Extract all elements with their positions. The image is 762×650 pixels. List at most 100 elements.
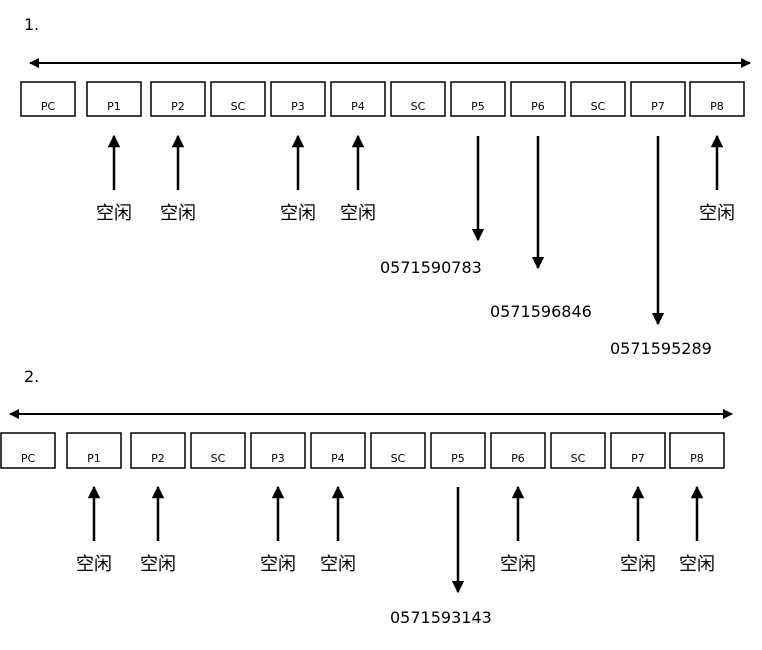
node-box-frame — [430, 432, 486, 469]
node-box-frame — [689, 81, 745, 117]
idle-arrow: 空闲 — [620, 485, 656, 575]
node-box-label: P1 — [87, 452, 101, 465]
node-box: P4 — [330, 81, 386, 117]
arrow-group: 空闲 空闲 空闲 空闲 0571593143 空闲 空闲 空闲 — [76, 485, 715, 627]
idle-arrow: 空闲 — [140, 485, 176, 575]
node-box-label: P4 — [351, 100, 365, 113]
node-box: P3 — [250, 432, 306, 469]
node-box-label: P7 — [651, 100, 665, 113]
idle-label: 空闲 — [699, 203, 735, 224]
node-box-frame — [66, 432, 122, 469]
node-box: P4 — [310, 432, 366, 469]
call-arrow: 0571590783 — [380, 136, 485, 277]
idle-arrow: 空闲 — [340, 134, 376, 224]
idle-arrow: 空闲 — [96, 134, 132, 224]
idle-arrow: 空闲 — [260, 485, 296, 575]
node-box-label: SC — [411, 100, 426, 113]
node-box-frame — [610, 432, 666, 469]
node-box: P5 — [430, 432, 486, 469]
node-box-label: P5 — [471, 100, 485, 113]
idle-label: 空闲 — [160, 203, 196, 224]
node-box-label: SC — [211, 452, 226, 465]
call-arrow: 0571593143 — [390, 487, 492, 627]
node-box-frame — [190, 432, 246, 469]
node-box: P6 — [490, 432, 546, 469]
node-box-label: PC — [41, 100, 56, 113]
node-box-label: P2 — [151, 452, 165, 465]
node-box: P7 — [610, 432, 666, 469]
idle-arrow: 空闲 — [500, 485, 536, 575]
node-box-frame — [570, 81, 626, 117]
phone-number-label: 0571596846 — [490, 302, 592, 321]
node-box-label: P5 — [451, 452, 465, 465]
node-box-label: P2 — [171, 100, 185, 113]
node-box: P8 — [689, 81, 745, 117]
idle-label: 空闲 — [679, 554, 715, 575]
node-box-frame — [450, 81, 506, 117]
node-box-label: SC — [391, 452, 406, 465]
idle-arrow: 空闲 — [160, 134, 196, 224]
node-box: P1 — [66, 432, 122, 469]
node-box-frame — [270, 81, 326, 117]
node-box-frame — [210, 81, 266, 117]
node-box-label: P7 — [631, 452, 645, 465]
node-box: SC — [370, 432, 426, 469]
node-box-label: P8 — [690, 452, 704, 465]
idle-label: 空闲 — [620, 554, 656, 575]
node-box-frame — [490, 432, 546, 469]
node-box-frame — [86, 81, 142, 117]
idle-label: 空闲 — [96, 203, 132, 224]
node-box-label: PC — [21, 452, 36, 465]
node-box-label: P1 — [107, 100, 121, 113]
idle-label: 空闲 — [320, 554, 356, 575]
idle-arrow: 空闲 — [679, 485, 715, 575]
node-box-label: P3 — [291, 100, 305, 113]
idle-label: 空闲 — [260, 554, 296, 575]
node-box-label: P6 — [531, 100, 545, 113]
node-box: P3 — [270, 81, 326, 117]
node-box-frame — [550, 432, 606, 469]
call-arrow: 0571595289 — [610, 136, 712, 358]
node-box: SC — [550, 432, 606, 469]
node-box-frame — [0, 432, 56, 469]
idle-label: 空闲 — [500, 554, 536, 575]
idle-arrow: 空闲 — [280, 134, 316, 224]
node-box-frame — [390, 81, 446, 117]
node-box: P5 — [450, 81, 506, 117]
node-box-label: SC — [591, 100, 606, 113]
node-box-frame — [310, 432, 366, 469]
node-box: P7 — [630, 81, 686, 117]
node-box: P1 — [86, 81, 142, 117]
node-box-frame — [130, 432, 186, 469]
node-box-frame — [150, 81, 206, 117]
idle-label: 空闲 — [76, 554, 112, 575]
phone-number-label: 0571595289 — [610, 339, 712, 358]
call-arrow: 0571596846 — [490, 136, 592, 321]
idle-arrow: 空闲 — [699, 134, 735, 224]
node-box-frame — [20, 81, 76, 117]
node-box: SC — [570, 81, 626, 117]
node-box: PC — [0, 432, 56, 469]
node-box-frame — [630, 81, 686, 117]
arrow-group: 空闲空闲空闲空闲057159078305715968460571595289空闲 — [96, 134, 735, 358]
node-box: P8 — [669, 432, 725, 469]
idle-label: 空闲 — [280, 203, 316, 224]
node-box: SC — [190, 432, 246, 469]
node-box: PC — [20, 81, 76, 117]
node-box-label: P3 — [271, 452, 285, 465]
node-box-frame — [330, 81, 386, 117]
node-box-frame — [250, 432, 306, 469]
idle-arrow: 空闲 — [320, 485, 356, 575]
idle-arrow: 空闲 — [76, 485, 112, 575]
idle-label: 空闲 — [140, 554, 176, 575]
node-box-frame — [669, 432, 725, 469]
node-box-label: P8 — [710, 100, 724, 113]
node-box: P6 — [510, 81, 566, 117]
node-box-frame — [510, 81, 566, 117]
phone-number-label: 0571590783 — [380, 258, 482, 277]
